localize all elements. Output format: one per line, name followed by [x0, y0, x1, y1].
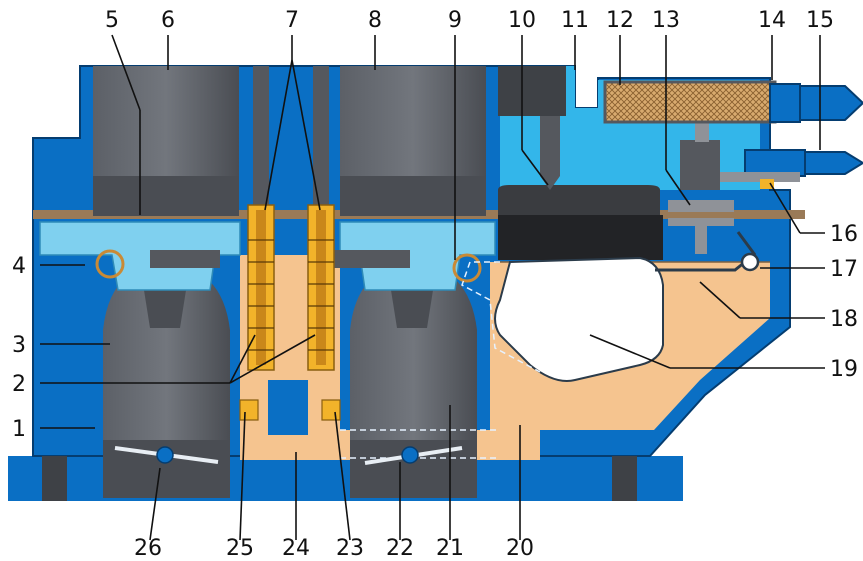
- callout-6: 6: [161, 8, 175, 33]
- stud-right: [612, 456, 637, 501]
- callout-1: 1: [12, 417, 26, 442]
- throttle-valves: [114, 446, 463, 465]
- primary-barrel: [93, 66, 239, 498]
- callout-11: 11: [561, 8, 589, 33]
- callout-4: 4: [12, 254, 26, 279]
- ring-left: [95, 249, 125, 279]
- callout-5: 5: [105, 8, 119, 33]
- callout-25: 25: [226, 536, 254, 561]
- callout-10: 10: [508, 8, 536, 33]
- callout-16: 16: [830, 222, 858, 247]
- callout-22: 22: [386, 536, 414, 561]
- callout-21: 21: [436, 536, 464, 561]
- float-chamber-top: [498, 66, 734, 260]
- callout-2: 2: [12, 372, 26, 397]
- callout-3: 3: [12, 333, 26, 358]
- callout-20: 20: [506, 536, 534, 561]
- callout-19: 19: [830, 357, 858, 382]
- emulsion-tubes: [239, 66, 341, 421]
- callout-12: 12: [606, 8, 634, 33]
- ring-right: [452, 253, 482, 283]
- callout-23: 23: [336, 536, 364, 561]
- callout-labels: 5 6 7 8 9 10 11 12 13 14 15 4 3 2 1 16 1…: [12, 8, 858, 561]
- float-tongue: [736, 231, 757, 256]
- fuel-lines: [603, 80, 863, 189]
- callout-7: 7: [285, 8, 299, 33]
- fuel-well-gap: [268, 380, 308, 435]
- callout-24: 24: [282, 536, 310, 561]
- callout-15: 15: [806, 8, 834, 33]
- float: [494, 256, 664, 382]
- callout-26: 26: [134, 536, 162, 561]
- secondary-barrel: [340, 66, 486, 498]
- stud-left: [42, 456, 67, 501]
- callout-18: 18: [830, 307, 858, 332]
- callout-13: 13: [652, 8, 680, 33]
- leader-lines: [40, 34, 825, 541]
- callout-17: 17: [830, 257, 858, 282]
- small-diffusers: [39, 221, 496, 291]
- callout-9: 9: [448, 8, 462, 33]
- float-pivot: [740, 252, 760, 272]
- callout-8: 8: [368, 8, 382, 33]
- callout-14: 14: [758, 8, 786, 33]
- dashed-channels: [340, 261, 541, 459]
